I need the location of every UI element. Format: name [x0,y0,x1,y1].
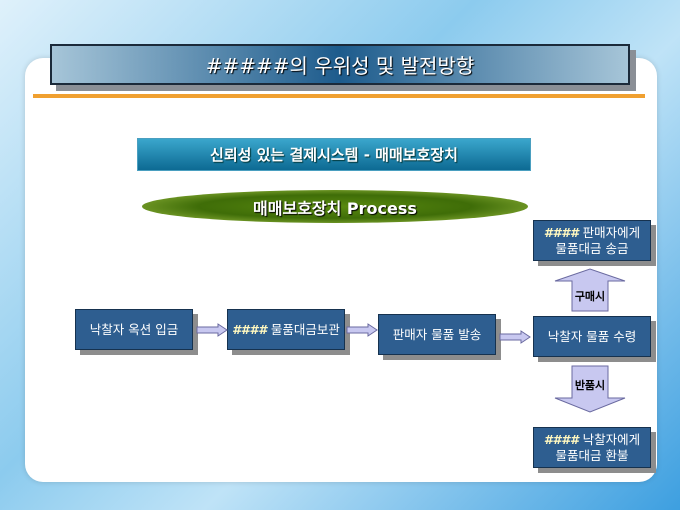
arrow-up-icon [554,268,626,312]
hash-mark: #### [232,321,267,337]
arrow-right-icon [346,323,378,337]
step-deposit: 낙찰자 옥션 입금 [75,309,193,350]
step-label: 낙찰자 옥션 입금 [89,321,179,337]
step-label: 물품대금보관 [266,321,340,337]
hash-mark: #### [543,224,579,240]
step-label: 판매자 물품 발송 [392,326,482,342]
step-receive: 낙찰자 물품 수령 [533,316,651,357]
purchase-arrow: 구매시 [554,268,626,312]
step-hold: #### 물품대금보관 [227,309,345,350]
divider [33,94,645,98]
hash-mark: #### [543,431,579,447]
process-ellipse: 매매보호장치 Process [142,190,528,223]
step-label: 낙찰자 물품 수령 [547,328,637,344]
outcome-line: 판매자에게 [578,224,641,240]
slide-title: #####의 우위성 및 발전방향 [50,44,630,85]
arrow-right-icon [499,330,531,344]
arrow-right-icon [196,323,228,337]
subtitle-banner: 신뢰성 있는 결제시스템 - 매매보호장치 [137,138,531,171]
outcome-line: 낙찰자에게 [578,431,641,447]
arrow-label: 반품시 [574,379,606,392]
outcome-line: 물품대금 환불 [555,447,629,463]
outcome-line: 물품대금 송금 [555,240,629,256]
arrow-label: 구매시 [574,290,606,303]
slide-panel [25,58,657,482]
step-ship: 판매자 물품 발송 [378,314,496,355]
arrow-down-icon [554,365,626,413]
return-arrow: 반품시 [554,365,626,413]
